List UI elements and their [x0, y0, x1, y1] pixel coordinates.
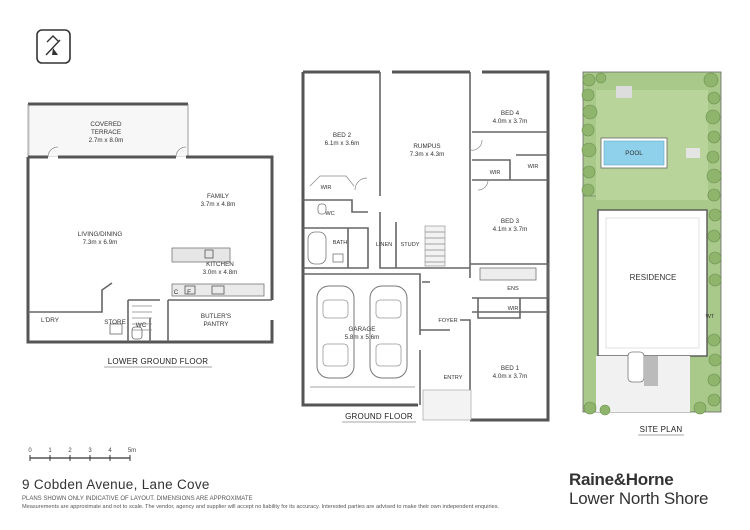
lgf-terrace-name: COVERED [90, 121, 122, 128]
lgf-butlers-name: BUTLER'S [201, 313, 231, 320]
gf-wir-bed1: WIR [508, 306, 519, 312]
gf-wc: WC [325, 211, 334, 217]
brand-office: Lower North Shore [569, 489, 709, 508]
lgf-kitchen-dims: 3.0m x 4.8m [203, 269, 238, 276]
gf-bed1-dims: 4.0m x 3.7m [493, 373, 528, 380]
site-plan-label: SITE PLAN [640, 425, 683, 434]
disclaimer-line-2: Measurements are approximate and not to … [22, 504, 500, 510]
property-address: 9 Cobden Avenue, Lane Cove [22, 477, 210, 492]
gf-garage-dims: 5.8m x 5.6m [345, 334, 380, 341]
lgf-store: STORE [104, 319, 126, 326]
lgf-family-dims: 3.7m x 4.8m [201, 201, 236, 208]
lgf-laundry: L'DRY [41, 317, 60, 324]
lgf-butlers-name2: PANTRY [204, 321, 230, 328]
gf-ens: ENS [507, 286, 519, 292]
gf-bath: BATH [333, 240, 348, 246]
lgf-f-label: F [187, 289, 191, 296]
scale-tick-2: 2 [68, 448, 72, 454]
ground-floor-plan: BED 2 6.1m x 3.6m RUMPUS 7.3m x 4.3m BED… [301, 70, 550, 423]
brand-name: Raine&Horne [569, 470, 674, 489]
scale-tick-3: 3 [88, 448, 92, 454]
scale-tick-5: 5m [128, 448, 136, 454]
gf-bed4-name: BED 4 [501, 110, 520, 117]
site-pool: POOL [625, 150, 643, 157]
gf-rumpus-name: RUMPUS [413, 143, 440, 150]
lgf-living-name: LIVING/DINING [78, 231, 123, 238]
gf-wir-bed3: WIR [490, 170, 501, 176]
scale-tick-4: 4 [108, 448, 112, 454]
gf-bed2-name: BED 2 [333, 132, 352, 139]
lgf-family-name: FAMILY [207, 193, 230, 200]
lgf-kitchen-name: KITCHEN [206, 261, 234, 268]
garage-car-left-icon [316, 285, 355, 379]
lgf-terrace-name2: TERRACE [91, 129, 121, 136]
gf-bed3-dims: 4.1m x 3.7m [493, 226, 528, 233]
scale-tick-1: 1 [48, 448, 52, 454]
lgf-living-dims: 7.3m x 6.9m [83, 239, 118, 246]
gf-garage-name: GARAGE [349, 326, 376, 333]
site-trees-icon [581, 72, 722, 416]
gf-foyer: FOYER [438, 318, 457, 324]
site-residence: RESIDENCE [630, 273, 677, 282]
gf-wir-bed2: WIR [321, 185, 332, 191]
garage-car-right-icon [369, 285, 408, 379]
gf-entry: ENTRY [444, 375, 463, 381]
gf-bed3-name: BED 3 [501, 218, 520, 225]
lower-ground-floor-plan: COVERED TERRACE 2.7m x 8.0m FAMILY 3.7m … [26, 102, 274, 368]
gf-study: STUDY [401, 242, 420, 248]
lgf-c-label: C [174, 289, 179, 296]
lgf-wc: WC [136, 322, 147, 329]
north-compass-icon [36, 29, 71, 64]
disclaimer-line-1: PLANS SHOWN ONLY INDICATIVE OF LAYOUT. D… [22, 496, 253, 502]
gf-bed4-dims: 4.0m x 3.7m [493, 118, 528, 125]
gf-rumpus-dims: 7.3m x 4.3m [410, 151, 445, 158]
gf-floor-label: GROUND FLOOR [345, 412, 413, 421]
site-plan: POOL RESIDENCE WT SITE PLAN [581, 71, 722, 436]
scale-bar: 0 1 2 3 4 5m [28, 448, 136, 461]
gf-linen: LINEN [376, 242, 392, 248]
gf-bed2-dims: 6.1m x 3.6m [325, 140, 360, 147]
site-wt: WT [706, 314, 715, 320]
lgf-floor-label: LOWER GROUND FLOOR [108, 357, 209, 366]
gf-wir-bed4: WIR [528, 164, 539, 170]
lgf-terrace-dims: 2.7m x 8.0m [89, 137, 124, 144]
gf-bed1-name: BED 1 [501, 365, 520, 372]
scale-tick-0: 0 [28, 448, 32, 454]
